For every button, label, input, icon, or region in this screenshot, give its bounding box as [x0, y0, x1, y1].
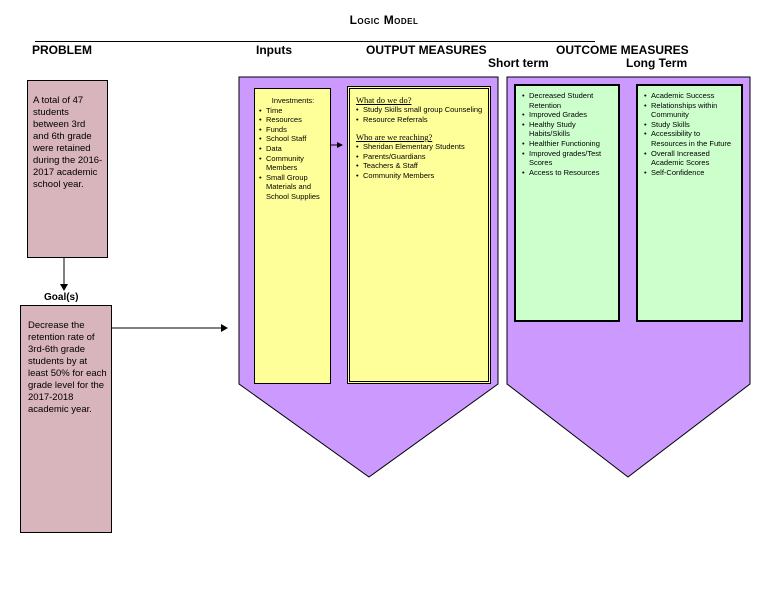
long-term-item: Academic Success: [644, 91, 738, 101]
output-participant-item: Teachers & Staff: [356, 161, 484, 171]
long-term-item: Accessibility to Resources in the Future: [644, 129, 738, 148]
short-term-item: Access to Resources: [522, 168, 615, 178]
page-title: Logic Model: [349, 13, 419, 27]
output-activity-item: Resource Referrals: [356, 115, 484, 125]
short-term-item: Improved Grades: [522, 110, 615, 120]
input-item: Data: [259, 144, 327, 154]
header-divider: [35, 41, 595, 42]
short-term-box: Decreased Student RetentionImproved Grad…: [514, 84, 620, 322]
header-problem: PROBLEM: [32, 43, 92, 57]
input-item: Time: [259, 106, 327, 116]
inputs-box: Investments: TimeResourcesFundsSchool St…: [254, 88, 331, 384]
header-inputs: Inputs: [256, 43, 292, 57]
short-term-item: Decreased Student Retention: [522, 91, 615, 110]
input-item: Resources: [259, 115, 327, 125]
short-term-item: Healthy Study Habits/Skills: [522, 120, 615, 139]
outputs-heading-who: Who are we reaching?: [356, 132, 433, 143]
inputs-heading: Investments:: [271, 96, 315, 105]
long-term-item: Self-Confidence: [644, 168, 738, 178]
output-participant-item: Sheridan Elementary Students: [356, 142, 484, 152]
outputs-box: What do we do? Study Skills small group …: [347, 86, 491, 384]
long-term-list: Academic SuccessRelationships within Com…: [644, 91, 738, 177]
header-short-term: Short term: [488, 56, 549, 70]
long-term-box: Academic SuccessRelationships within Com…: [636, 84, 743, 322]
arrow-right-icon: [337, 142, 343, 148]
arrow-right-icon: [221, 324, 228, 332]
long-term-item: Relationships within Community: [644, 101, 738, 120]
short-term-list: Decreased Student RetentionImproved Grad…: [522, 91, 615, 177]
output-participant-item: Community Members: [356, 171, 484, 181]
goal-text: Decrease the retention rate of 3rd-6th g…: [28, 320, 107, 415]
output-participant-item: Parents/Guardians: [356, 152, 484, 162]
goal-box: Decrease the retention rate of 3rd-6th g…: [20, 305, 112, 533]
inputs-list: TimeResourcesFundsSchool StaffDataCommun…: [259, 106, 327, 202]
input-item: Funds: [259, 125, 327, 135]
input-item: Community Members: [259, 154, 327, 173]
outputs-list-who: Sheridan Elementary StudentsParents/Guar…: [356, 142, 484, 180]
problem-text: A total of 47 students between 3rd and 6…: [33, 95, 103, 190]
long-term-item: Overall Increased Academic Scores: [644, 149, 738, 168]
output-activity-item: Study Skills small group Counseling: [356, 105, 484, 115]
header-long-term: Long Term: [626, 56, 688, 70]
short-term-item: Healthier Functioning: [522, 139, 615, 149]
input-item: School Staff: [259, 134, 327, 144]
header-outcome-measures: OUTCOME MEASURES: [556, 43, 689, 57]
outputs-heading-what: What do we do?: [356, 95, 412, 105]
arrow-down-icon: [60, 284, 68, 291]
problem-box: A total of 47 students between 3rd and 6…: [27, 80, 108, 258]
long-term-item: Study Skills: [644, 120, 738, 130]
input-item: Small Group Materials and School Supplie…: [259, 173, 327, 202]
short-term-item: Improved grades/Test Scores: [522, 149, 615, 168]
goal-label: Goal(s): [44, 292, 79, 303]
header-output-measures: OUTPUT MEASURES: [366, 43, 487, 57]
outputs-list-what: Study Skills small group CounselingResou…: [356, 105, 484, 124]
